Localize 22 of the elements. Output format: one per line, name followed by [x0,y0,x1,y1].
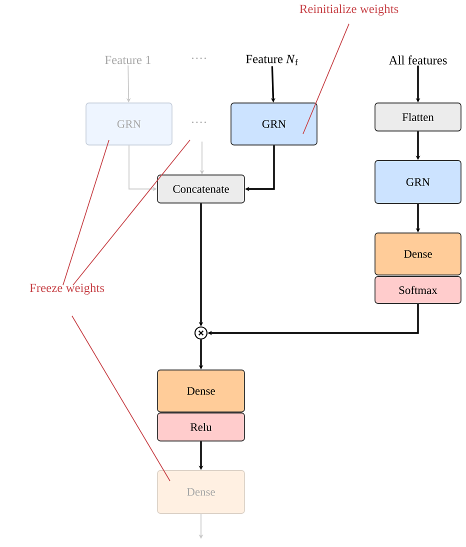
multiply-circle [194,326,208,340]
annotation-label: Reinitialize weights [300,4,398,16]
annotation-label: Freeze weights [30,283,104,295]
process-box: Concatenate [157,174,245,204]
process-box: Relu [157,412,245,442]
process-box: Dense [157,370,245,412]
process-box: Dense [157,470,245,514]
ellipsis: ···· [192,58,206,60]
leader-line [72,140,190,286]
leader-line [72,315,170,482]
leader-line [302,23,350,134]
input-label: Feature N$_{f}$ [246,54,298,66]
process-box: Softmax [374,276,462,304]
process-box: GRN [230,102,318,146]
ellipsis: ···· [192,122,206,124]
leader-line [62,140,110,286]
process-box: GRN [374,160,462,204]
process-box: Dense [374,232,462,276]
process-box: GRN [86,102,172,146]
input-label: All features [388,56,447,64]
input-label: Feature 1 [105,56,151,64]
process-box: Flatten [374,102,462,132]
